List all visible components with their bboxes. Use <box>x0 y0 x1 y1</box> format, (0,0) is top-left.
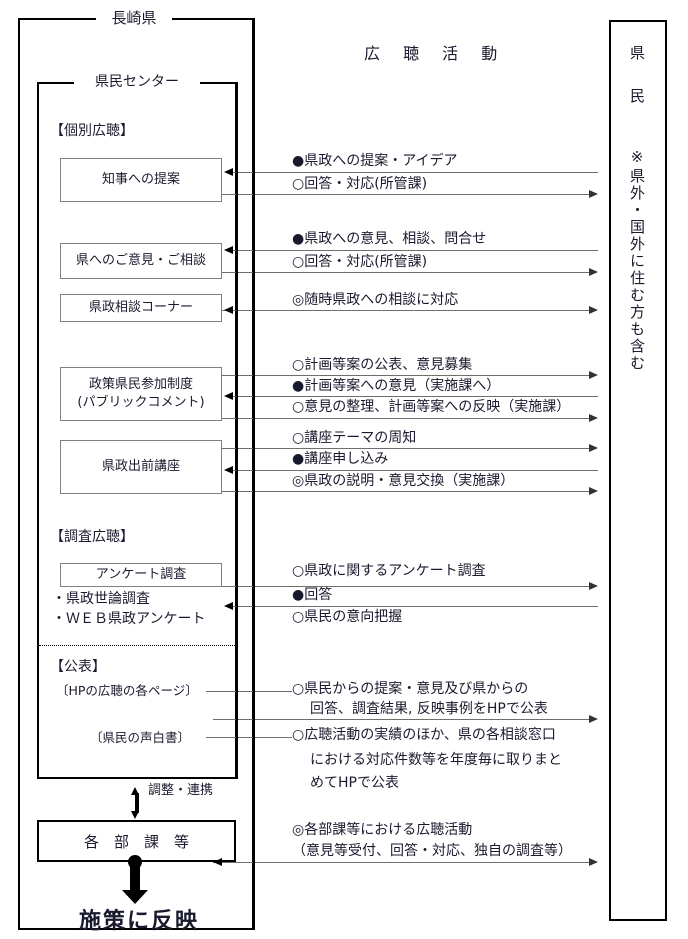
box-public-comment-line1: 政策県民参加制度 <box>88 377 193 393</box>
flow-label-g6-a: ○県政に関するアンケート調査 <box>292 563 486 579</box>
flow-arrowhead-g2-b <box>589 267 598 276</box>
flow-label-g4-b: ●計画等案への意見（実施課へ） <box>292 378 501 394</box>
flow-arrowhead-g4-a <box>589 370 598 379</box>
page-title: 広 聴 活 動 <box>364 44 507 63</box>
flow-line-g3-a <box>222 310 589 311</box>
flow-label-g6-c: ○県民の意向把握 <box>292 609 403 625</box>
flow-label-g2-a: ●県政への意見、相談、問合せ <box>292 231 487 247</box>
inner-frame-top-left <box>37 82 74 84</box>
flow-line-g2-b <box>222 272 589 273</box>
flow-line-g4-a <box>222 375 589 376</box>
flow-arrowhead-g5-a <box>589 443 598 452</box>
junction-dot <box>128 855 142 869</box>
flow-line-g4-b <box>233 396 598 397</box>
flow-label-g4-a: ○計画等案の公表、意見募集 <box>292 357 473 373</box>
publication-hp-pages[interactable]: 〔HPの広聴の各ページ〕 <box>56 683 198 698</box>
flow-label-g3-a: ◎随時県政への相談に対応 <box>292 292 459 308</box>
flow-arrowhead-g6-b <box>224 601 233 610</box>
reflect-arrow-head <box>122 890 148 904</box>
flow-line-g9 <box>213 862 589 863</box>
flow-label-g1-b: ○回答・対応(所管課) <box>292 176 428 192</box>
flow-line-g1-a <box>233 172 598 173</box>
box-outreach-lecture[interactable]: 県政出前講座 <box>60 440 222 494</box>
box-public-comment[interactable]: 政策県民参加制度 (パブリックコメント) <box>60 367 222 421</box>
publication-white-paper[interactable]: 〔県民の声白書〕 <box>90 730 191 745</box>
coordination-arrow-down <box>131 811 139 819</box>
citizen-panel <box>609 20 667 921</box>
flow-arrowhead-g2-a <box>224 245 233 254</box>
flow-label-g8-l1: ○広聴活動の実績のほか、県の各相談窓口 <box>292 727 556 743</box>
flow-arrowhead-g4-b <box>224 391 233 400</box>
flow-label-g7-l2: 回答、調査結果, 反映事例をHPで公表 <box>310 701 548 717</box>
flow-arrowhead-g9-left <box>213 857 222 866</box>
citizen-label-2: 民 <box>628 88 646 105</box>
inner-frame-top-right <box>200 82 237 84</box>
flow-label-g9-l2: （意見等受付、回答・対応、独自の調査等） <box>292 843 572 859</box>
flow-label-g6-b: ●回答 <box>292 587 333 603</box>
survey-item-2: ・ＷＥＢ県政アンケート <box>52 611 206 627</box>
box-consult-corner[interactable]: 県政相談コーナー <box>60 294 222 322</box>
flow-arrowhead-g9-right <box>589 857 598 866</box>
box-opinions-consult[interactable]: 県へのご意見・ご相談 <box>60 243 222 279</box>
box-questionnaire[interactable]: アンケート調査 <box>60 563 222 587</box>
flow-arrowhead-g3-a-left <box>224 305 233 314</box>
flow-label-g5-b: ●講座申し込み <box>292 451 389 467</box>
box-public-comment-line2: (パブリックコメント) <box>77 395 205 410</box>
flow-label-g8-l2: における対応件数等を年度毎に取りまと <box>310 752 562 768</box>
flow-label-g7-l1: ○県民からの提案・意見及び県からの <box>292 681 529 697</box>
outer-frame-top-left <box>18 18 96 20</box>
outer-frame-label: 長崎県 <box>96 9 172 28</box>
flow-line-g6-b <box>233 606 598 607</box>
flow-label-g5-a: ○講座テーマの周知 <box>292 430 417 446</box>
flow-label-g8-l3: めてHPで公表 <box>310 775 399 791</box>
flow-arrowhead-g7 <box>589 714 598 723</box>
reflect-policy-label: 施策に反映 <box>79 909 200 934</box>
flow-arrowhead-g5-c <box>589 486 598 495</box>
flow-arrowhead-g5-b <box>224 465 233 474</box>
survey-item-1: ・県政世論調査 <box>52 591 150 607</box>
coordination-line <box>135 793 139 813</box>
flow-label-g2-b: ○回答・対応(所管課) <box>292 254 428 270</box>
flow-line-g5-c <box>222 491 589 492</box>
reflect-arrow-line <box>130 866 140 892</box>
outer-frame-top-right <box>172 18 254 20</box>
flow-stub-g8 <box>206 737 292 738</box>
flow-line-g7 <box>213 719 589 720</box>
flow-arrowhead-g1-a <box>224 167 233 176</box>
flow-line-g2-a <box>233 250 598 251</box>
box-governor-proposal[interactable]: 知事への提案 <box>60 158 222 202</box>
coordination-arrow-up <box>131 787 139 795</box>
inner-frame-label: 県民センター <box>74 73 200 91</box>
flow-arrowhead-g6-a <box>589 581 598 590</box>
section-label-publication: 【公表】 <box>50 659 106 675</box>
flow-label-g4-c: ○意見の整理、計画等案への反映（実施課） <box>292 399 571 415</box>
flow-line-g5-a <box>222 448 589 449</box>
citizen-note: ※県外・国外に住む方も含む <box>628 148 646 372</box>
flow-arrowhead-g4-c <box>589 413 598 422</box>
flow-label-g1-a: ●県政への提案・アイデア <box>292 153 458 169</box>
flow-line-g4-c <box>222 418 589 419</box>
section-divider <box>39 645 235 646</box>
flow-label-g5-c: ◎県政の説明・意見交換（実施課） <box>292 473 515 489</box>
outer-frame-right-edge <box>253 18 255 930</box>
flow-arrowhead-g1-b <box>589 189 598 198</box>
section-label-individual: 【個別広聴】 <box>50 123 134 139</box>
flow-arrowhead-g3-a-right <box>589 305 598 314</box>
inner-frame-right-edge <box>236 82 238 779</box>
section-label-survey: 【調査広聴】 <box>50 529 134 545</box>
flow-line-g6-a <box>222 586 589 587</box>
coordination-label: 調整・連携 <box>148 783 214 798</box>
citizen-label-1: 県 <box>628 45 646 62</box>
flow-line-g1-b <box>222 194 589 195</box>
flow-line-g5-b <box>233 470 598 471</box>
flow-label-g9-l1: ◎各部課等における広聴活動 <box>292 822 473 838</box>
flow-stub-g7 <box>206 691 292 692</box>
